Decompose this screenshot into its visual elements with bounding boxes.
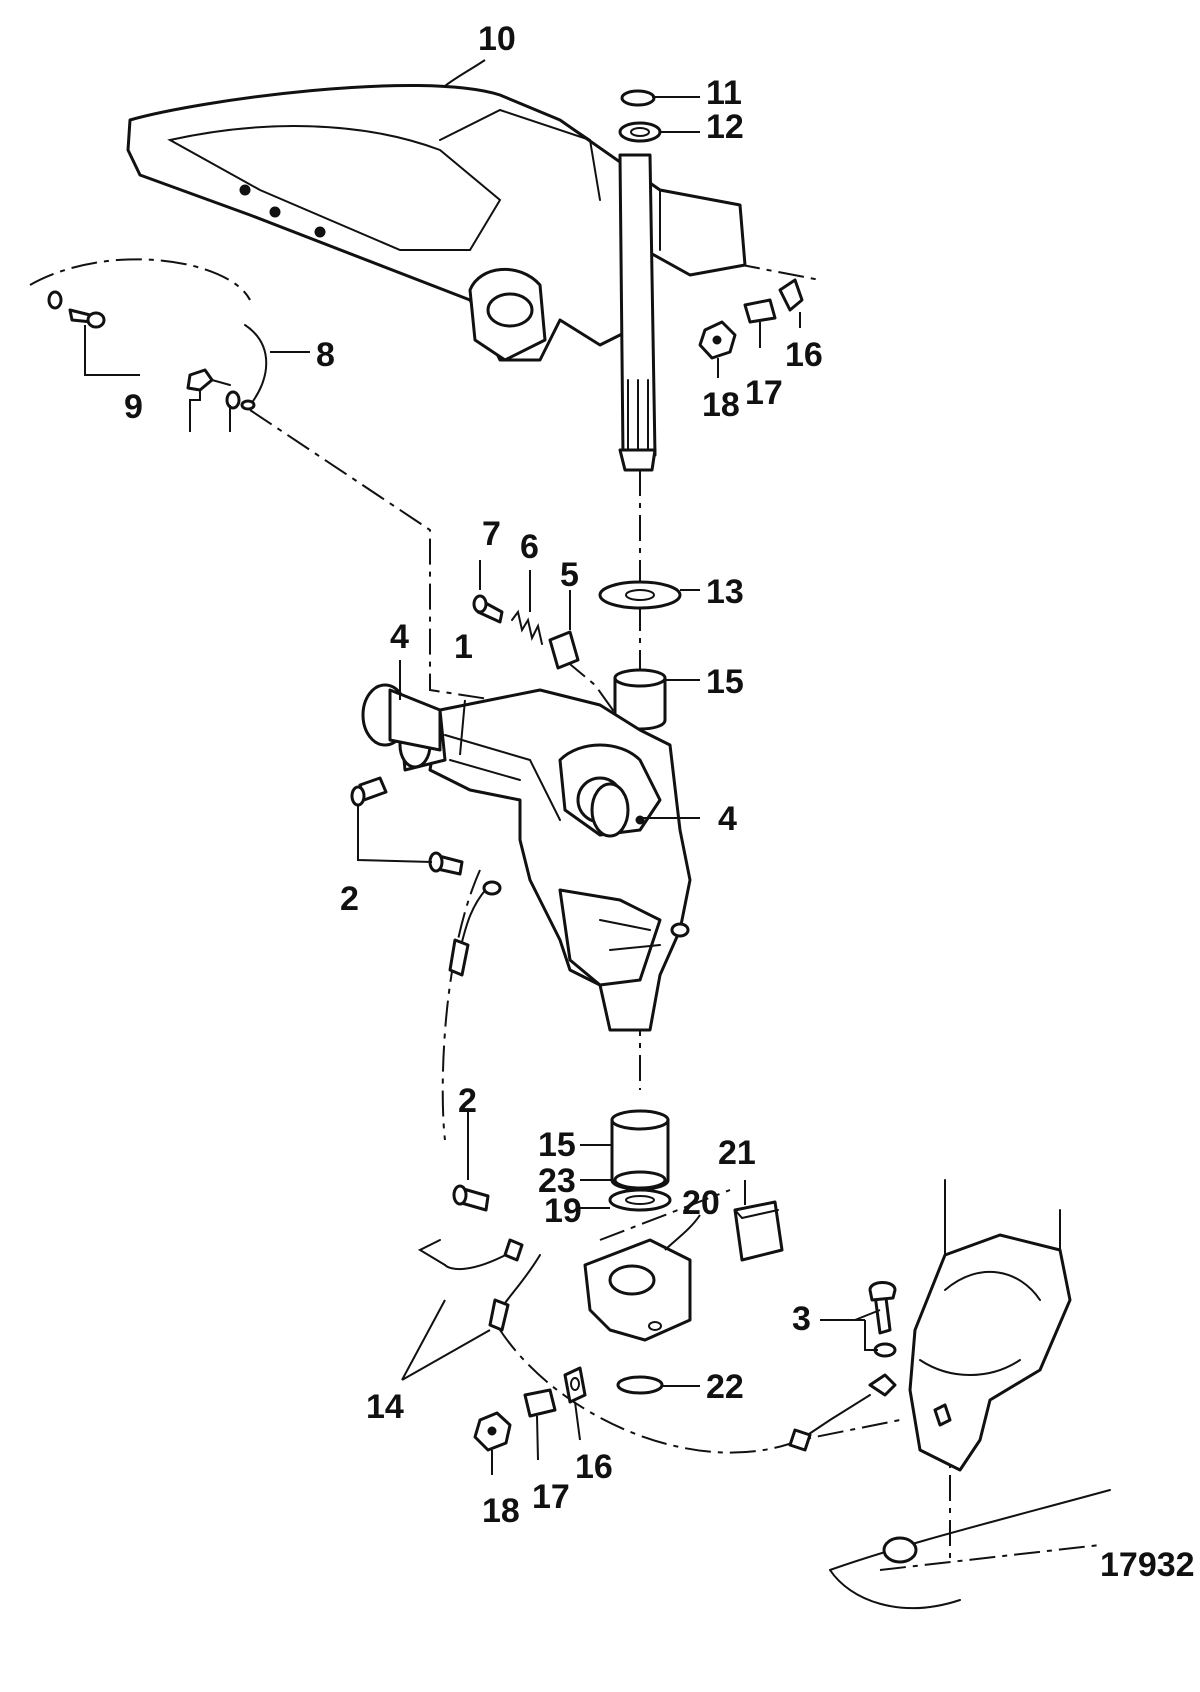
callout-20: 20 bbox=[682, 1184, 720, 1222]
thrust-washer-part-13 bbox=[598, 580, 682, 610]
callout-17-upper: 17 bbox=[745, 374, 783, 412]
upper-lock-tab-part-17 bbox=[743, 298, 777, 324]
upper-tab-washer-part-16 bbox=[778, 278, 804, 312]
callout-19: 19 bbox=[544, 1192, 582, 1230]
callout-10: 10 bbox=[478, 20, 516, 58]
screw-part-9-left bbox=[47, 290, 106, 329]
callout-17-lower: 17 bbox=[532, 1478, 570, 1516]
detent-part-5 bbox=[548, 630, 580, 670]
pad-part-21 bbox=[733, 1200, 784, 1262]
pin-part-7 bbox=[472, 594, 504, 624]
pin-part-4-left bbox=[361, 683, 442, 752]
lower-tab-washer-part-16 bbox=[563, 1366, 587, 1404]
bolt-part-3 bbox=[788, 1281, 897, 1452]
swivel-bracket-part-10 bbox=[126, 84, 747, 362]
lower-bushing-part-15 bbox=[610, 1109, 670, 1191]
callout-8: 8 bbox=[316, 336, 335, 374]
callout-23: 23 bbox=[538, 1162, 576, 1200]
upper-nut-part-18 bbox=[698, 320, 737, 360]
callout-14: 14 bbox=[366, 1388, 404, 1426]
callout-11: 11 bbox=[706, 74, 742, 112]
callout-6: 6 bbox=[520, 528, 539, 566]
upper-bushing-part-15 bbox=[613, 668, 667, 731]
callout-18-upper: 18 bbox=[702, 386, 740, 424]
callout-13: 13 bbox=[706, 573, 744, 611]
callout-21: 21 bbox=[718, 1134, 756, 1172]
ground-strap-part-14-lower bbox=[417, 1238, 541, 1332]
ground-wire-part-8 bbox=[240, 324, 268, 411]
retaining-ring-part-11 bbox=[620, 89, 656, 107]
callout-labels: 10 11 12 16 17 18 8 9 7 6 5 13 4 1 15 4 … bbox=[124, 20, 1195, 1584]
callout-18-lower: 18 bbox=[482, 1492, 520, 1530]
leader-lines bbox=[84, 59, 881, 1475]
callout-16-upper: 16 bbox=[785, 336, 823, 374]
callout-7: 7 bbox=[482, 515, 501, 553]
figure-number: 17932 bbox=[1100, 1546, 1195, 1584]
callout-12: 12 bbox=[706, 108, 744, 146]
washer-part-19 bbox=[608, 1188, 672, 1212]
lower-nut-part-18 bbox=[473, 1411, 512, 1452]
lower-mount-part-20 bbox=[583, 1238, 692, 1342]
retaining-ring-part-23 bbox=[613, 1170, 667, 1190]
callout-1: 1 bbox=[454, 628, 473, 666]
lower-housing-assembly bbox=[829, 1179, 1111, 1609]
callout-4-right: 4 bbox=[718, 800, 737, 838]
callout-5: 5 bbox=[560, 556, 579, 594]
retaining-ring-part-22 bbox=[616, 1375, 664, 1395]
callout-4-left: 4 bbox=[390, 618, 409, 656]
washer-part-12 bbox=[618, 121, 662, 143]
callout-3: 3 bbox=[792, 1300, 811, 1338]
callout-2-lower: 2 bbox=[458, 1082, 477, 1120]
callout-16-lower: 16 bbox=[575, 1448, 613, 1486]
screw-part-9-right bbox=[186, 368, 241, 410]
callout-15-upper: 15 bbox=[706, 663, 744, 701]
ground-strap-part-14-upper bbox=[448, 880, 502, 977]
steering-shaft bbox=[618, 153, 657, 472]
pin-part-4-right bbox=[590, 782, 645, 838]
grease-fitting-part-2-lower bbox=[452, 1184, 490, 1212]
spring-part-6 bbox=[511, 609, 543, 645]
callout-9: 9 bbox=[124, 388, 143, 426]
lower-lock-tab-part-17 bbox=[523, 1388, 557, 1418]
callout-2-upper: 2 bbox=[340, 880, 359, 918]
callout-15-lower: 15 bbox=[538, 1126, 576, 1164]
callout-22: 22 bbox=[706, 1368, 744, 1406]
